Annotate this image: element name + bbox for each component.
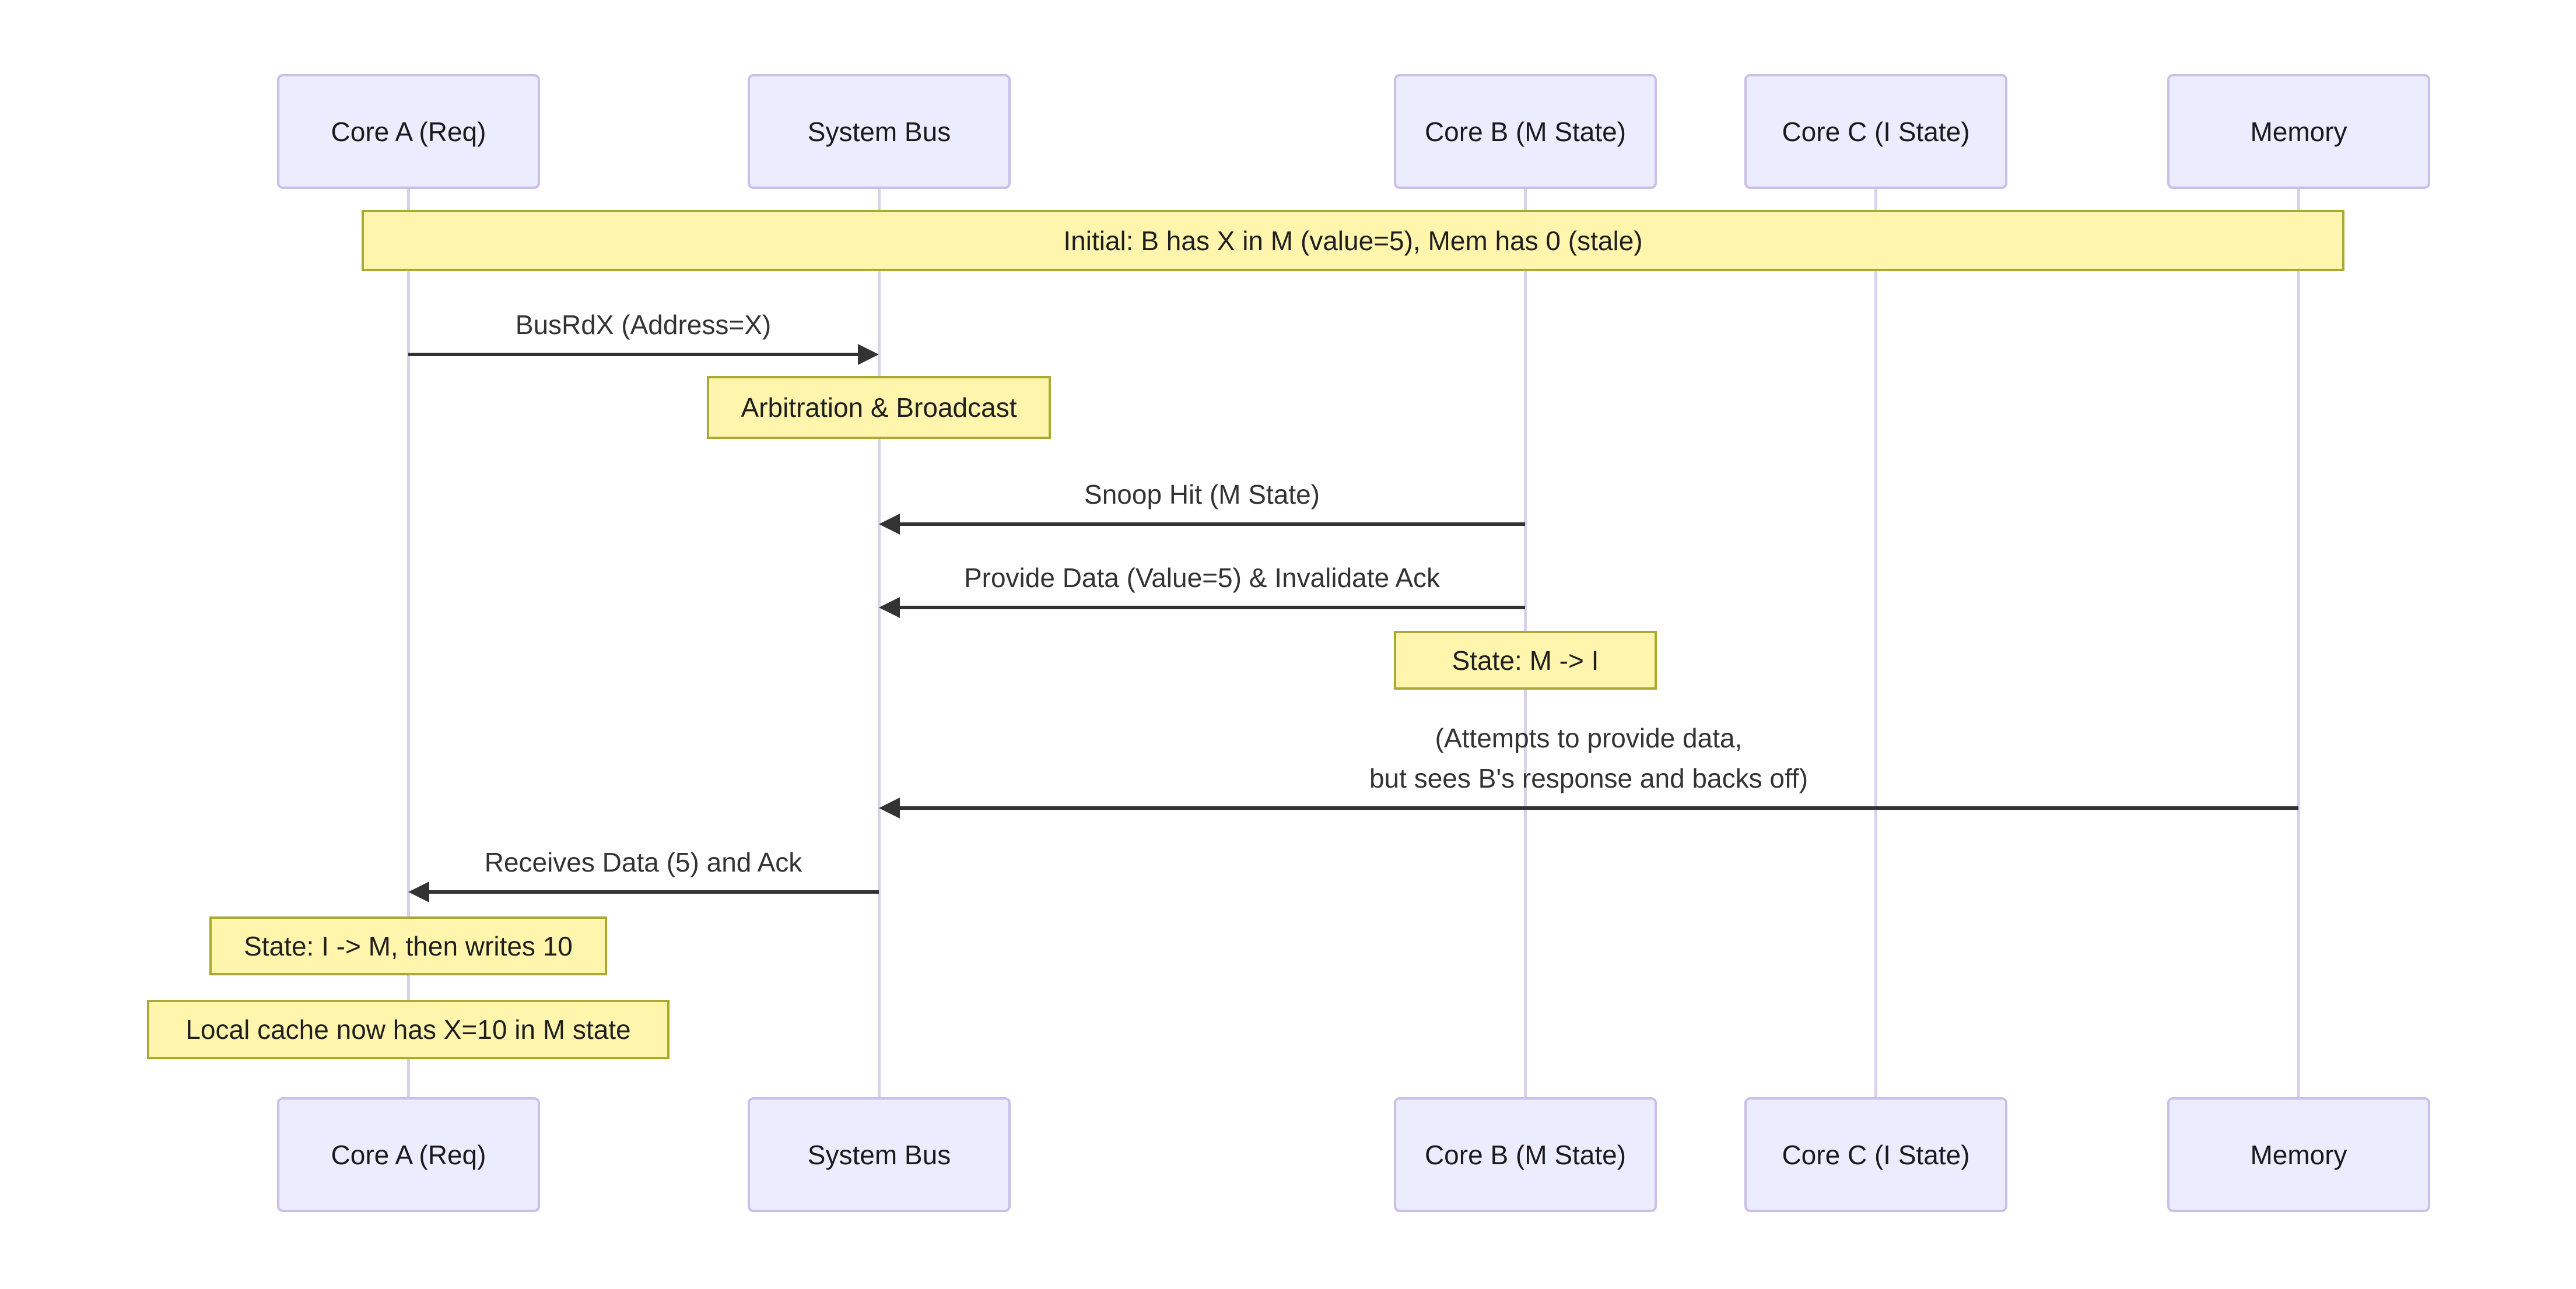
participant-label: Core C (I State) <box>1782 116 1970 147</box>
arrowhead-left-icon <box>408 881 429 902</box>
participant-label: Core B (M State) <box>1424 1139 1627 1170</box>
lifeline-core-a <box>407 189 410 1097</box>
note-text: Arbitration & Broadcast <box>741 392 1017 423</box>
arrowhead-left-icon <box>879 514 900 535</box>
message-receives-data-line <box>427 890 879 894</box>
message-snoop-hit-label: Snoop Hit (M State) <box>1084 479 1320 510</box>
message-receives-data-label: Receives Data (5) and Ack <box>484 847 802 877</box>
participant-system-bus-bottom: System Bus <box>748 1097 1011 1212</box>
note-arbitration: Arbitration & Broadcast <box>707 376 1051 439</box>
participant-core-c-top: Core C (I State) <box>1744 74 2007 189</box>
lifeline-memory <box>2297 189 2300 1097</box>
participant-memory-bottom: Memory <box>2167 1097 2430 1212</box>
arrowhead-left-icon <box>879 798 900 819</box>
participant-memory-top: Memory <box>2167 74 2430 189</box>
lifeline-system-bus <box>878 189 881 1097</box>
note-text: State: M -> I <box>1452 645 1599 676</box>
note-initial-state: Initial: B has X in M (value=5), Mem has… <box>362 210 2344 271</box>
participant-core-b-top: Core B (M State) <box>1394 74 1657 189</box>
participant-core-a-top: Core A (Req) <box>277 74 540 189</box>
note-state-i-to-m: State: I -> M, then writes 10 <box>209 916 607 975</box>
participant-core-b-bottom: Core B (M State) <box>1394 1097 1657 1212</box>
participant-label: Core B (M State) <box>1424 116 1627 147</box>
message-memory-backoff-label: (Attempts to provide data, but sees B's … <box>1369 723 1809 793</box>
message-snoop-hit-line <box>898 522 1525 526</box>
note-state-m-to-i: State: M -> I <box>1394 631 1657 690</box>
participant-label: Memory <box>2250 1139 2347 1170</box>
participant-core-a-bottom: Core A (Req) <box>277 1097 540 1212</box>
message-busrdx-label: BusRdX (Address=X) <box>515 310 772 340</box>
message-provide-data-label: Provide Data (Value=5) & Invalidate Ack <box>963 563 1441 593</box>
participant-label: Core A (Req) <box>331 116 486 147</box>
arrowhead-right-icon <box>858 344 879 365</box>
participant-system-bus-top: System Bus <box>748 74 1011 189</box>
participant-label: Core C (I State) <box>1782 1139 1970 1170</box>
participant-label: Memory <box>2250 116 2347 147</box>
note-text: State: I -> M, then writes 10 <box>244 930 573 961</box>
note-text: Initial: B has X in M (value=5), Mem has… <box>1063 225 1643 256</box>
message-provide-data-line <box>898 606 1525 609</box>
arrowhead-left-icon <box>879 597 900 618</box>
participant-core-c-bottom: Core C (I State) <box>1744 1097 2007 1212</box>
lifeline-core-c <box>1874 189 1877 1097</box>
participant-label: Core A (Req) <box>331 1139 486 1170</box>
participant-label: System Bus <box>807 116 951 147</box>
message-memory-backoff-line <box>898 806 2298 810</box>
participant-label: System Bus <box>807 1139 951 1170</box>
message-busrdx-line <box>408 353 860 356</box>
note-text: Local cache now has X=10 in M state <box>185 1014 631 1045</box>
note-local-cache: Local cache now has X=10 in M state <box>147 1000 670 1059</box>
